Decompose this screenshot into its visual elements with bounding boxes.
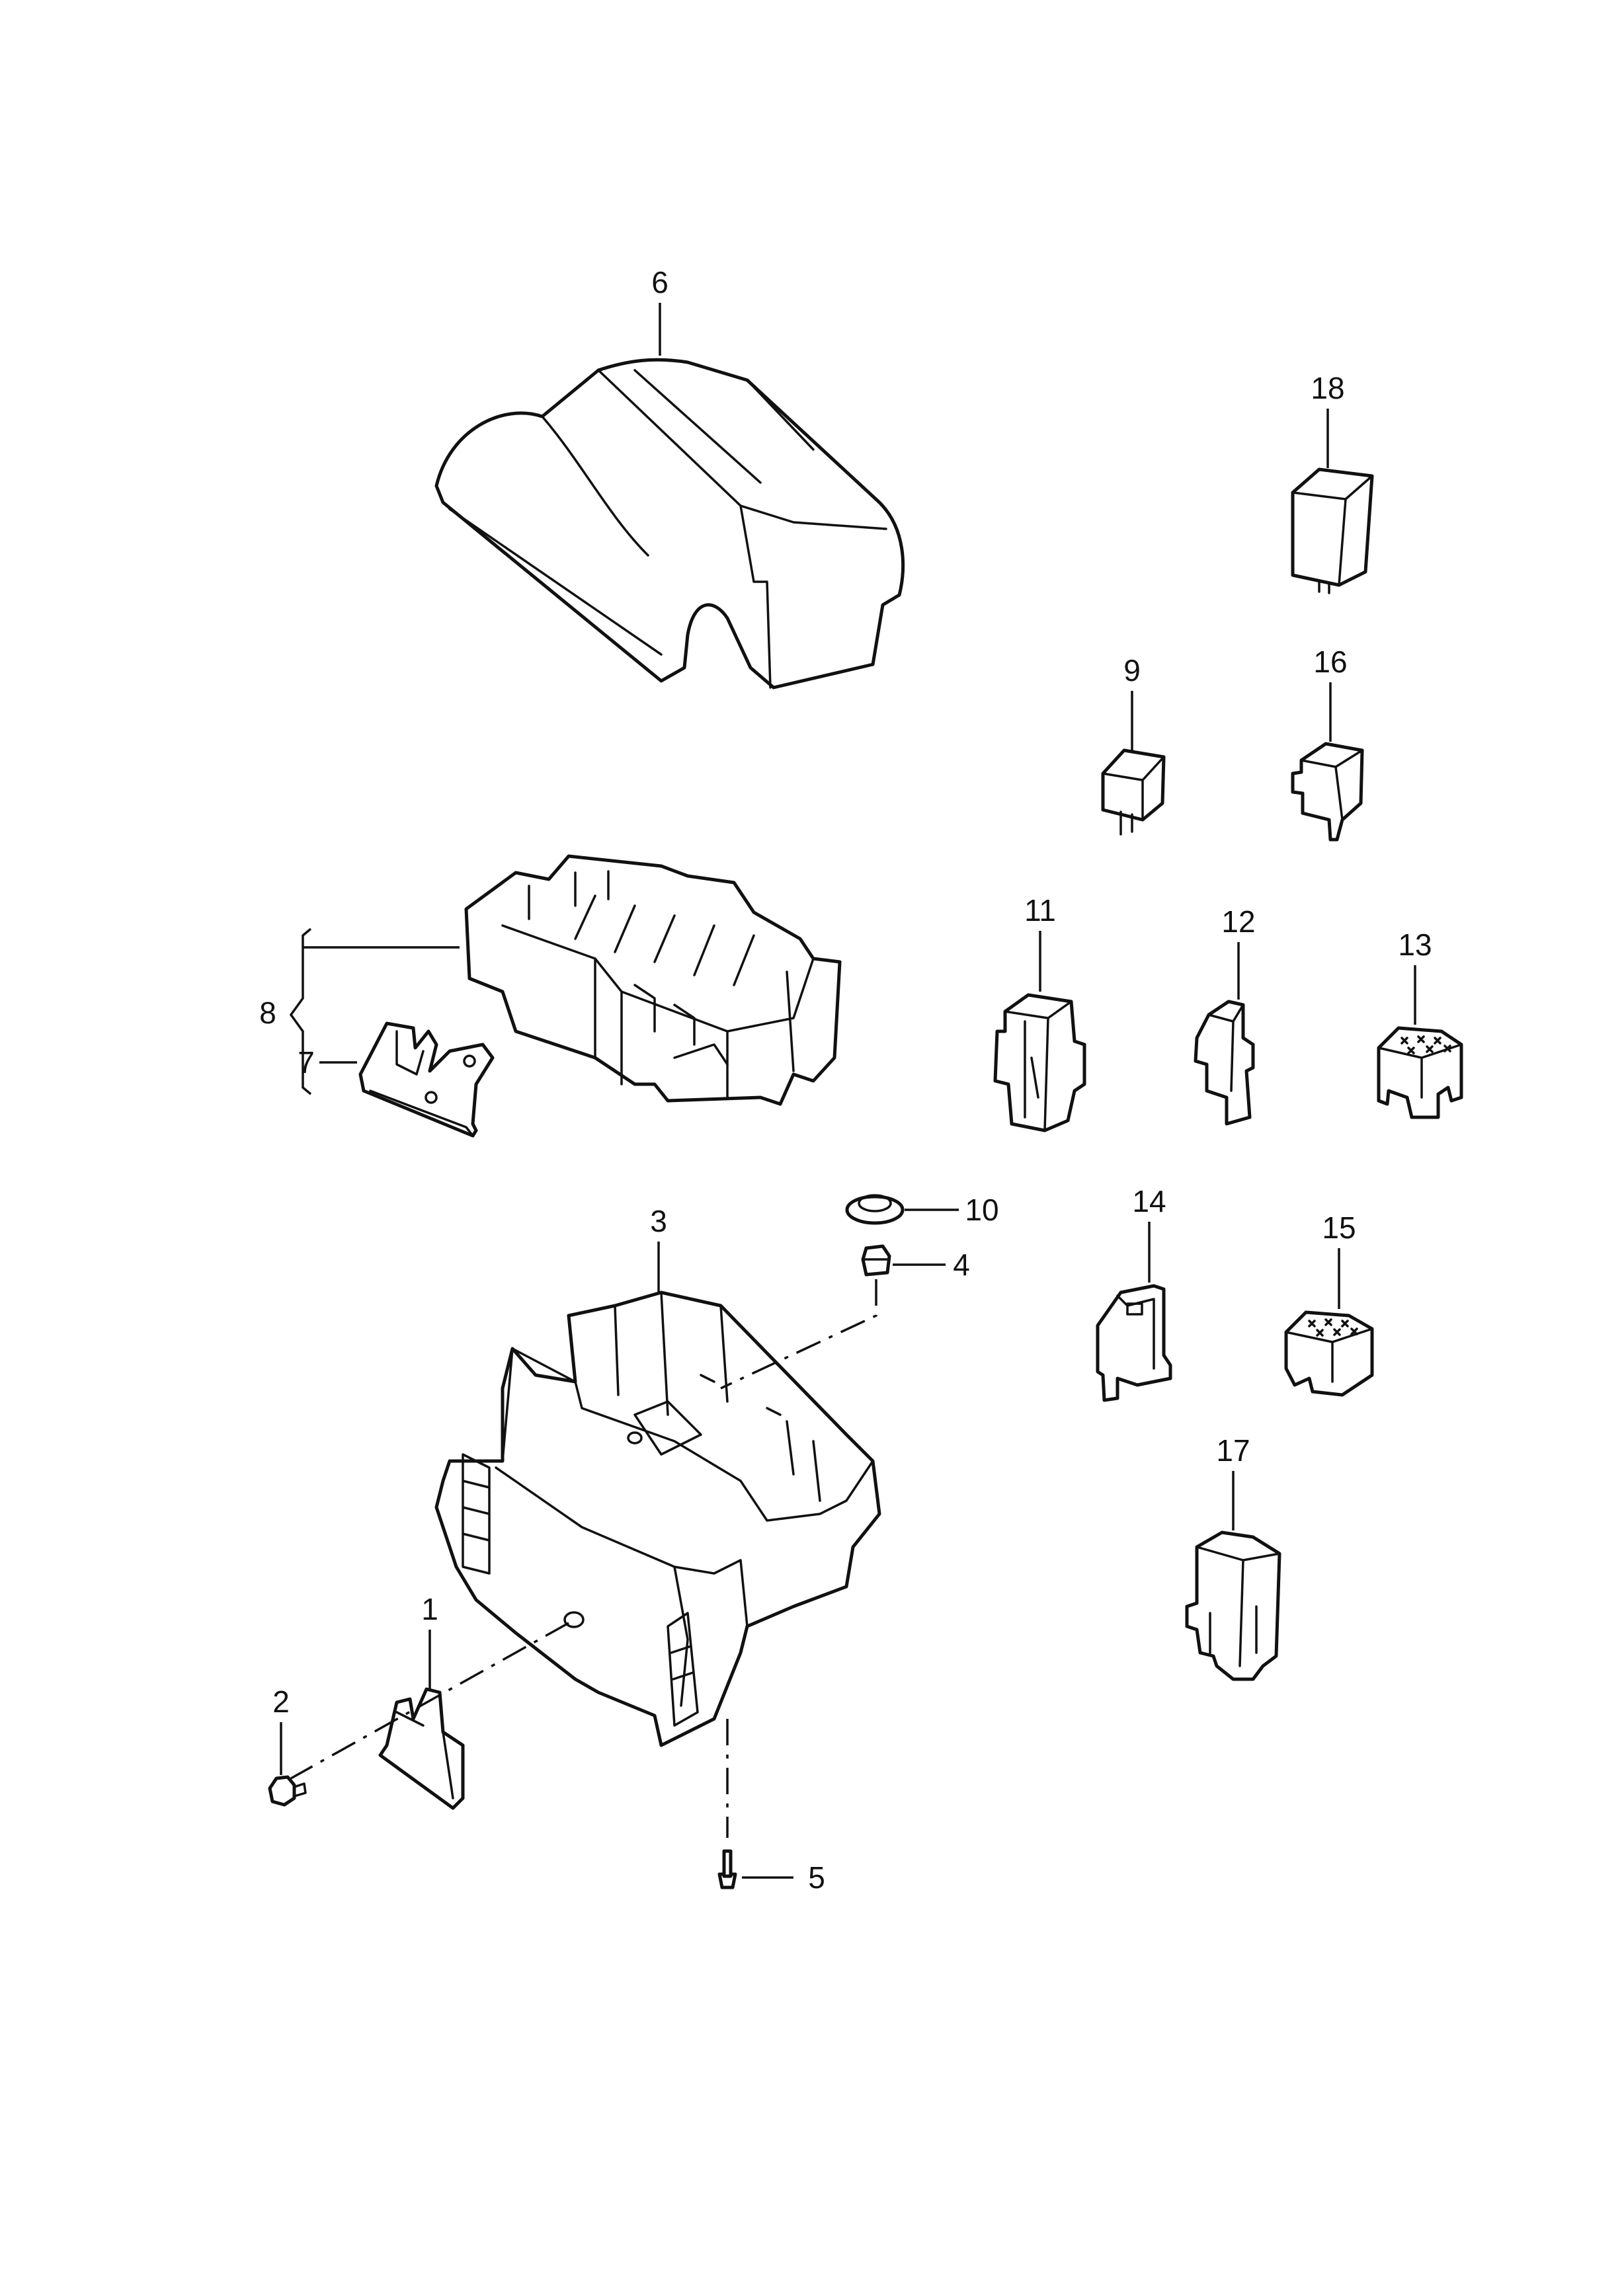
- callout-13: 13: [1398, 928, 1432, 962]
- callout-10: 10: [965, 1193, 998, 1227]
- callout-9: 9: [1123, 653, 1141, 688]
- callout-14: 14: [1132, 1184, 1166, 1218]
- part-1-cover-clip: [378, 1687, 465, 1810]
- callout-3: 3: [650, 1204, 667, 1238]
- part-12-relay: [1194, 1000, 1255, 1126]
- part-3-fuse-box-housing: [434, 1290, 881, 1747]
- callout-2: 2: [272, 1684, 290, 1719]
- part-13-relay-base: [1377, 1026, 1463, 1119]
- part-6-fuse-box-cover: [434, 358, 905, 690]
- part-14-fuse-holder: [1096, 1284, 1172, 1402]
- callout-5: 5: [808, 1860, 825, 1895]
- part-10-grommet: [845, 1194, 905, 1225]
- part-11-relay: [993, 993, 1086, 1132]
- leader-8-bracket: [289, 928, 460, 1095]
- callout-11: 11: [1024, 893, 1056, 928]
- part-15-relay-base: [1284, 1310, 1374, 1397]
- callout-1: 1: [421, 1592, 438, 1626]
- callout-15: 15: [1322, 1210, 1356, 1245]
- centerline-4: [720, 1279, 877, 1390]
- centerline-1-2: [290, 1622, 569, 1780]
- callout-6: 6: [651, 265, 669, 299]
- callout-4: 4: [953, 1247, 970, 1282]
- callout-7: 7: [298, 1045, 315, 1080]
- part-8-fuse-holder: [464, 854, 842, 1106]
- part-16-relay: [1291, 742, 1364, 842]
- callout-8: 8: [259, 996, 276, 1030]
- part-4-nut: [861, 1244, 891, 1277]
- callout-12: 12: [1221, 904, 1255, 939]
- part-17-relay: [1185, 1530, 1281, 1681]
- part-7-bracket: [358, 1021, 495, 1138]
- part-18-relay: [1291, 467, 1374, 594]
- callout-17: 17: [1216, 1433, 1250, 1468]
- part-5-screw: [717, 1849, 737, 1889]
- part-2-bolt: [268, 1775, 307, 1807]
- callout-16: 16: [1313, 645, 1347, 679]
- callout-18: 18: [1311, 371, 1344, 405]
- part-9-micro-relay: [1101, 748, 1166, 836]
